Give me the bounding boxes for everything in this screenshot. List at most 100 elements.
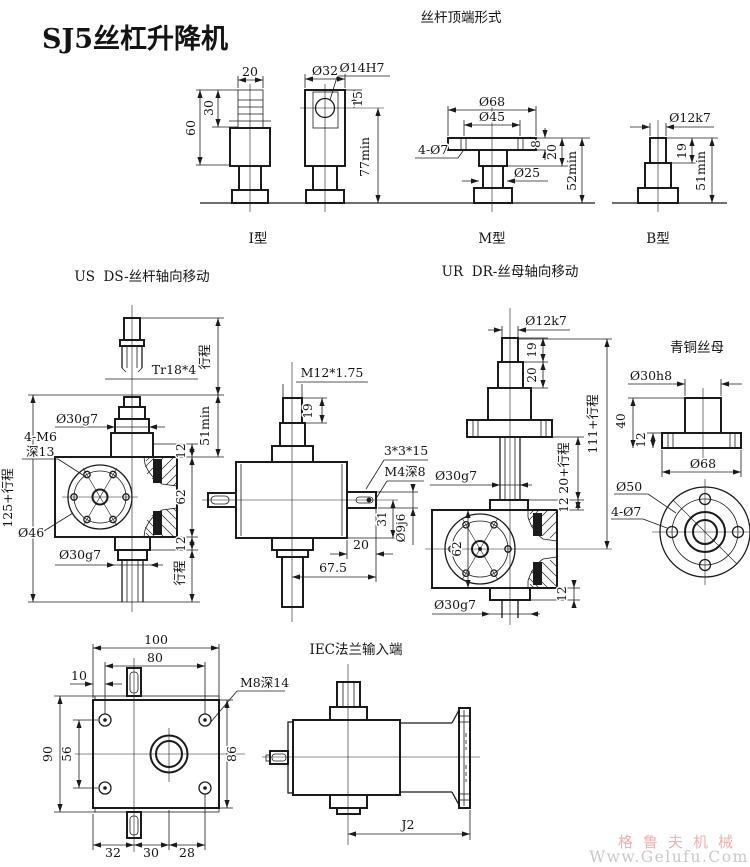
dim-nut-4d7: 4-Ø7: [611, 504, 641, 519]
dim-center-m4: M4深8: [384, 464, 425, 479]
dim-b-51min: 51min: [693, 151, 708, 191]
dim-us-stroke-bottom: 行程: [172, 560, 187, 586]
dim-ur-20: 20: [525, 367, 539, 382]
nut-flange: [466, 419, 553, 438]
dim-m-d25: Ø25: [514, 165, 540, 180]
dim-bottom-100: 100: [144, 632, 168, 647]
dim-bottom-m8: M8深14: [240, 675, 289, 690]
label-type-b: B型: [646, 231, 669, 247]
view-type-i-front: [196, 76, 271, 212]
dim-m-d45: Ø45: [479, 109, 505, 124]
dim-bottom-32: 32: [105, 845, 121, 860]
section-bolt: [533, 513, 542, 536]
dim-i-15: 15: [350, 91, 365, 107]
watermark-brand: 格鲁夫机械: [618, 833, 743, 851]
dim-b-d12k7: Ø12k7: [669, 110, 711, 125]
dim-ur-111-stroke: 111+行程: [585, 394, 600, 454]
dim-ur-12-top: 12: [557, 497, 571, 512]
section-bronze-nut: 青铜丝母 Ø30h8 40 12 Ø68 Ø50 4-Ø7: [610, 339, 750, 585]
dim-bottom-28: 28: [179, 845, 195, 860]
dim-ur-19: 19: [525, 342, 539, 357]
page-title: SJ5丝杠升降机: [42, 24, 228, 55]
section-header-top: 丝杆顶端形式: [421, 10, 502, 26]
section-ur-dr-nut-travel: UR DR-丝母轴向移动: [425, 263, 612, 625]
dim-us-12-top: 12: [174, 443, 188, 458]
dim-ur-20-stroke: 20+行程: [556, 442, 571, 494]
dim-bottom-10: 10: [71, 668, 87, 683]
dim-bottom-30: 30: [143, 845, 159, 860]
dim-i-30: 30: [201, 100, 216, 116]
dim-center-20: 20: [353, 537, 369, 552]
dim-us-d30g7-bottom: Ø30g7: [59, 547, 101, 562]
gearbox-body-iec: [292, 719, 401, 796]
dim-center-m12: M12*1.75: [301, 365, 364, 380]
iec-flange-plate: [458, 707, 471, 809]
dim-ur-d30g7-top: Ø30g7: [435, 468, 477, 483]
input-flange-circle-ur: [444, 513, 516, 585]
section-header-us: US DS-丝杆轴向移动: [74, 269, 209, 285]
dim-i-d32: Ø32: [312, 63, 338, 78]
dim-center-31: 31: [375, 511, 389, 526]
dim-us-12-bottom: 12: [174, 536, 188, 551]
dim-us-d30g7-top: Ø30g7: [56, 411, 98, 426]
dim-ur-d12k7: Ø12k7: [525, 313, 567, 328]
dim-i-20: 20: [242, 64, 258, 79]
dim-m-8: 8: [528, 140, 543, 148]
dim-nut-12: 12: [634, 432, 648, 447]
dim-nut-d30h8: Ø30h8: [630, 368, 672, 383]
view-gearbox-side: M12*1.75 19 3*3*15 M4深8 31 Ø9j6 20 67.5: [202, 362, 430, 622]
section-bolt: [153, 511, 162, 535]
dim-ur-62: 62: [450, 541, 464, 556]
dim-i-d14h7: Ø14H7: [339, 60, 384, 75]
dim-bottom-90: 90: [40, 746, 55, 762]
dim-us-depth13: 深13: [26, 444, 54, 459]
watermark: 格鲁夫机械 Www.Gelufu.Com: [589, 833, 749, 866]
section-screw-top-end-forms: 丝杆顶端形式: [182, 9, 727, 249]
dim-b-19: 19: [674, 143, 689, 159]
dim-m-holes: 4-Ø7: [418, 142, 448, 157]
dim-us-tr18x4: Tr18*4: [152, 362, 196, 377]
gearbox-body-top: [92, 699, 220, 809]
dim-us-4m6: 4-M6: [24, 429, 57, 444]
section-header-nut: 青铜丝母: [670, 340, 724, 356]
dim-nut-d68: Ø68: [690, 456, 716, 471]
dim-us-125-stroke: 125+行程: [0, 468, 15, 528]
nut-flange-side: [661, 432, 742, 449]
dim-bottom-80: 80: [147, 650, 163, 665]
section-bolt: [153, 459, 162, 483]
dim-center-19: 19: [301, 403, 315, 418]
view-type-i-side: [300, 74, 390, 212]
dim-us-62: 62: [174, 489, 188, 504]
dim-center-key: 3*3*15: [384, 443, 428, 458]
screw-bore-circle: [149, 734, 189, 774]
dim-center-d9j6: Ø9j6: [394, 514, 408, 543]
dim-us-stroke-top: 行程: [197, 344, 212, 370]
dim-us-51min: 51min: [197, 406, 212, 446]
section-bolt: [533, 562, 542, 585]
dim-ur-12-bottom: 12: [555, 586, 569, 601]
view-iec-flange-input: IEC法兰输入端 J2: [262, 641, 480, 845]
dim-bottom-86: 86: [224, 746, 239, 762]
dim-m-d68: Ø68: [479, 94, 505, 109]
view-type-b: [630, 120, 718, 212]
cross-hole-circle: [314, 97, 336, 119]
dim-nut-d50: Ø50: [616, 479, 642, 494]
hatch-region: [143, 456, 178, 538]
section-header-ur: UR DR-丝母轴向移动: [442, 264, 579, 280]
watermark-url: Www.Gelufu.Com: [589, 848, 749, 866]
dim-i-77min: 77min: [357, 137, 372, 177]
label-type-m: M型: [478, 231, 505, 247]
dim-iec-j2: J2: [400, 817, 415, 832]
dim-bottom-56: 56: [60, 746, 74, 761]
dim-m-52min: 52min: [564, 151, 579, 191]
dim-center-67-5: 67.5: [319, 560, 347, 575]
section-us-ds-screw-travel: US DS-丝杆轴向移动: [0, 268, 224, 612]
section-header-iec: IEC法兰输入端: [309, 642, 402, 658]
dim-m-20: 20: [544, 144, 559, 160]
dim-us-d46: Ø46: [18, 525, 44, 540]
dim-ur-d30g7-bottom: Ø30g7: [434, 597, 476, 612]
hatch-region: [527, 509, 558, 589]
label-type-i: I型: [249, 231, 268, 247]
